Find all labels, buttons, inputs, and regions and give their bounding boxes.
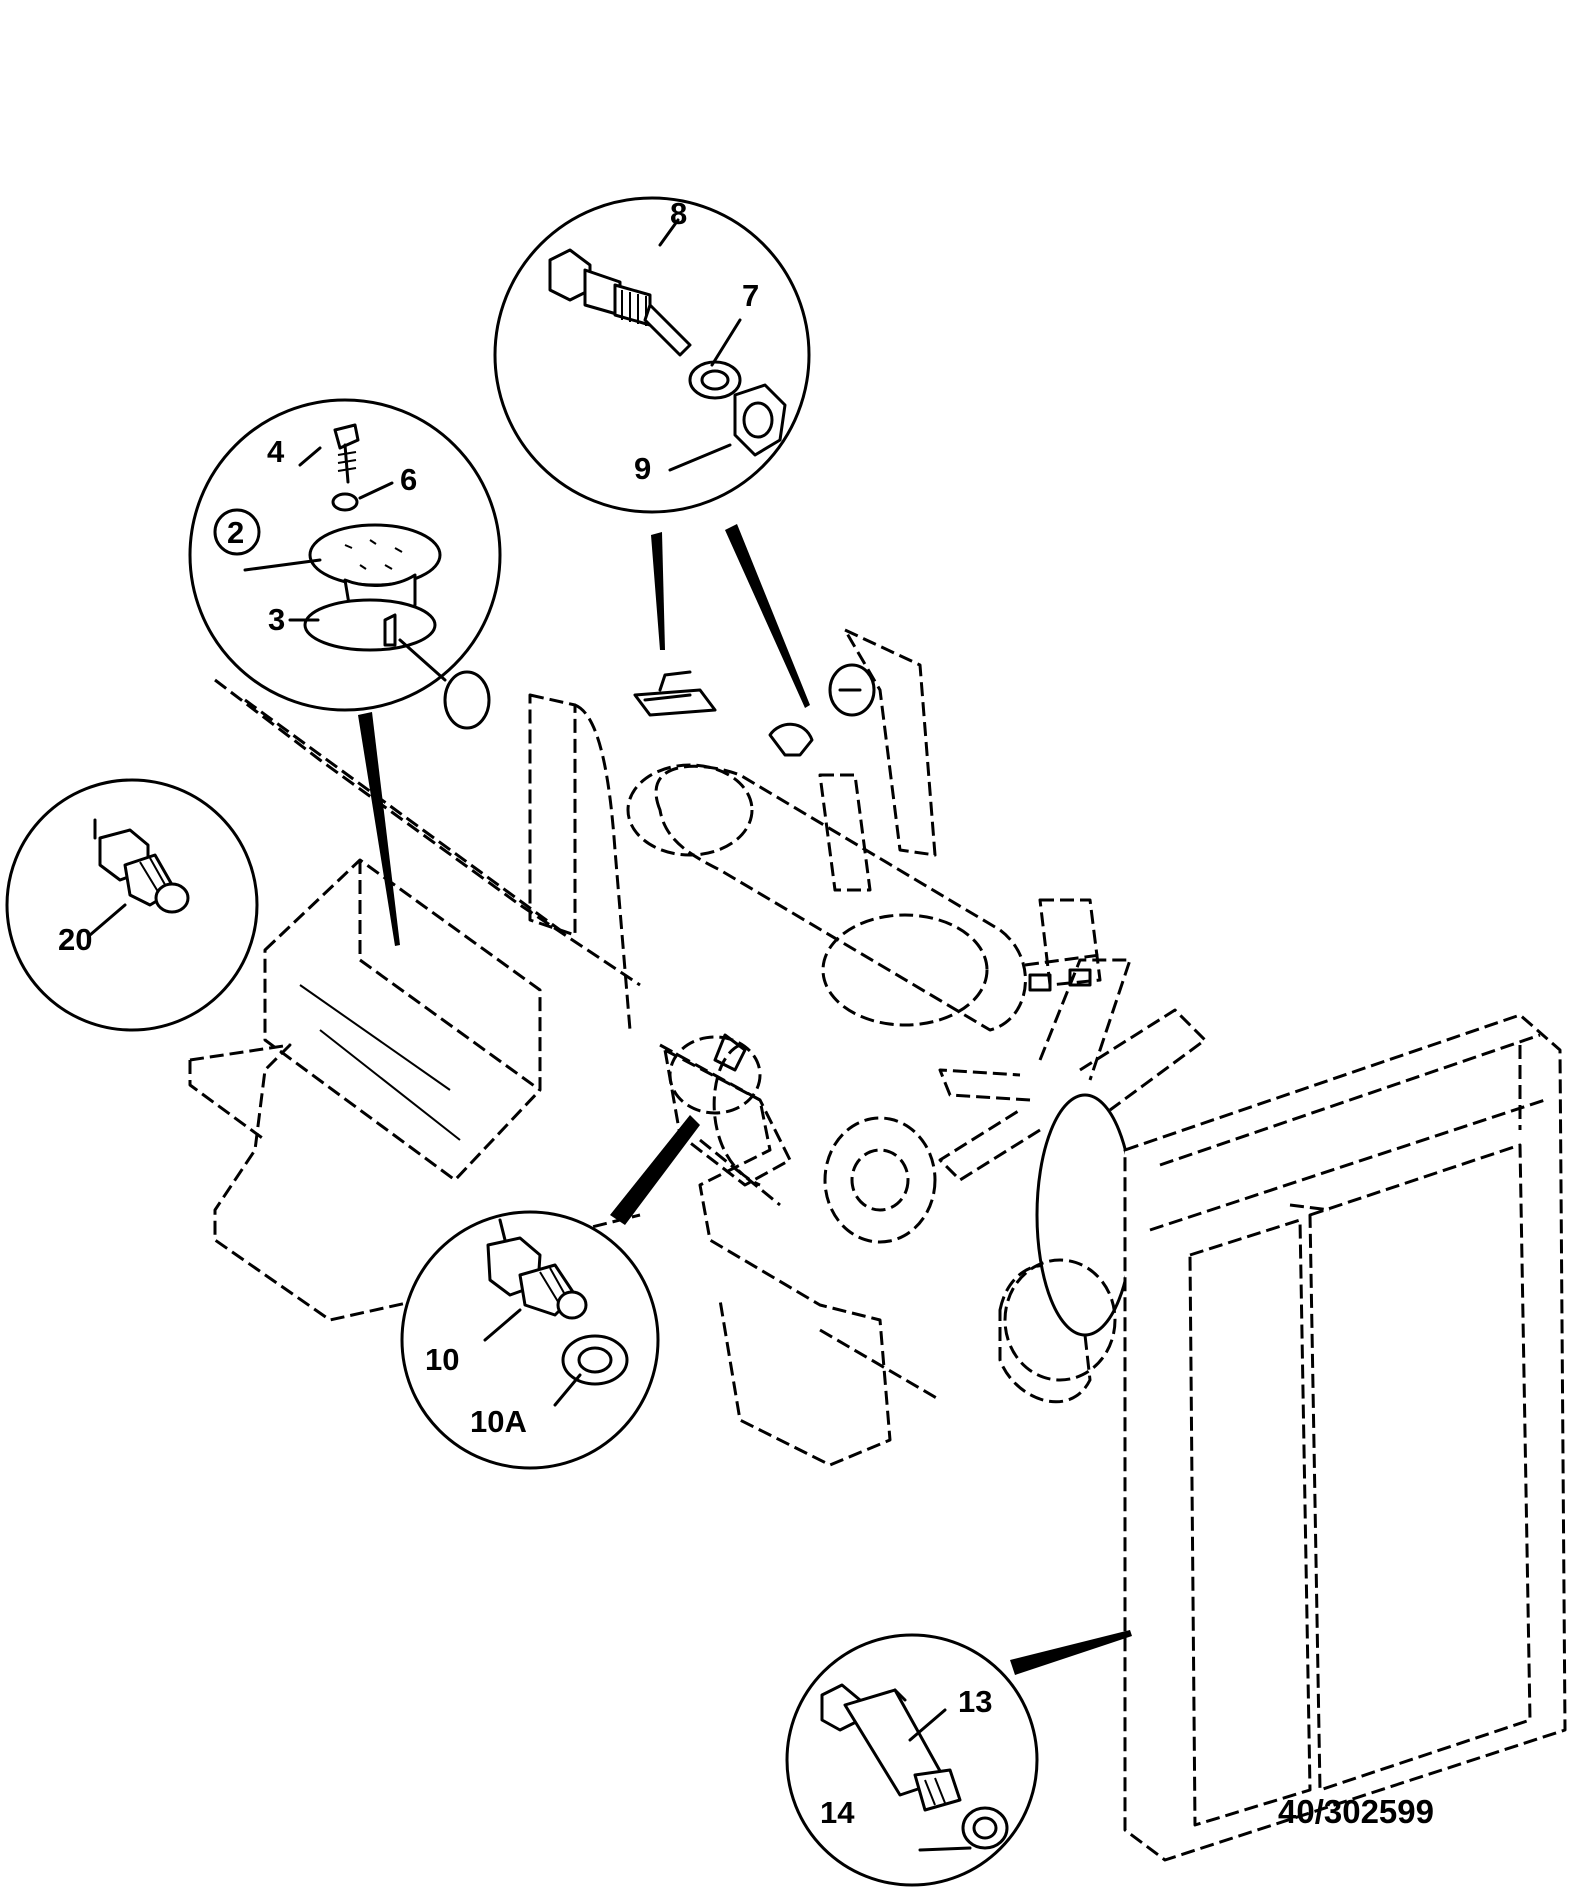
leader-oil-switch: [610, 1115, 700, 1225]
detail-circle-switch-20: 20: [5, 778, 259, 1032]
detail-circle-temp-sender: 8 7 9: [493, 196, 811, 514]
callout-10: 10: [425, 1342, 459, 1377]
callout-20: 20: [58, 922, 92, 957]
callout-14: 14: [820, 1795, 855, 1830]
leader-radiator-switch: [1010, 1630, 1132, 1675]
drawing-code: 40/302599: [1278, 1793, 1434, 1830]
callout-13: 13: [958, 1684, 992, 1719]
detail-circle-fuel-sender: 2 4 6 3: [188, 398, 502, 730]
callout-10a: 10A: [470, 1404, 527, 1439]
callout-7: 7: [742, 278, 759, 313]
callout-9: 9: [634, 451, 651, 486]
leader-sensor-left: [651, 532, 665, 650]
callout-8: 8: [670, 196, 687, 231]
engine-block: [528, 628, 1092, 1467]
callout-6: 6: [400, 462, 417, 497]
detail-circle-oil-switch: 10 10A: [400, 1210, 660, 1470]
cooling-fan: [938, 898, 1207, 1382]
leader-wedges: [358, 524, 1132, 1675]
detail-circle-radiator-switch: 13 14: [785, 1633, 1039, 1887]
leader-sensor-right: [725, 524, 810, 708]
callout-4: 4: [267, 434, 285, 469]
callout-2: 2: [227, 515, 244, 550]
leader-tank-sender: [358, 712, 400, 946]
callout-3: 3: [268, 602, 285, 637]
radiator: [1123, 1013, 1567, 1862]
sensor-symbols: [633, 663, 876, 1072]
